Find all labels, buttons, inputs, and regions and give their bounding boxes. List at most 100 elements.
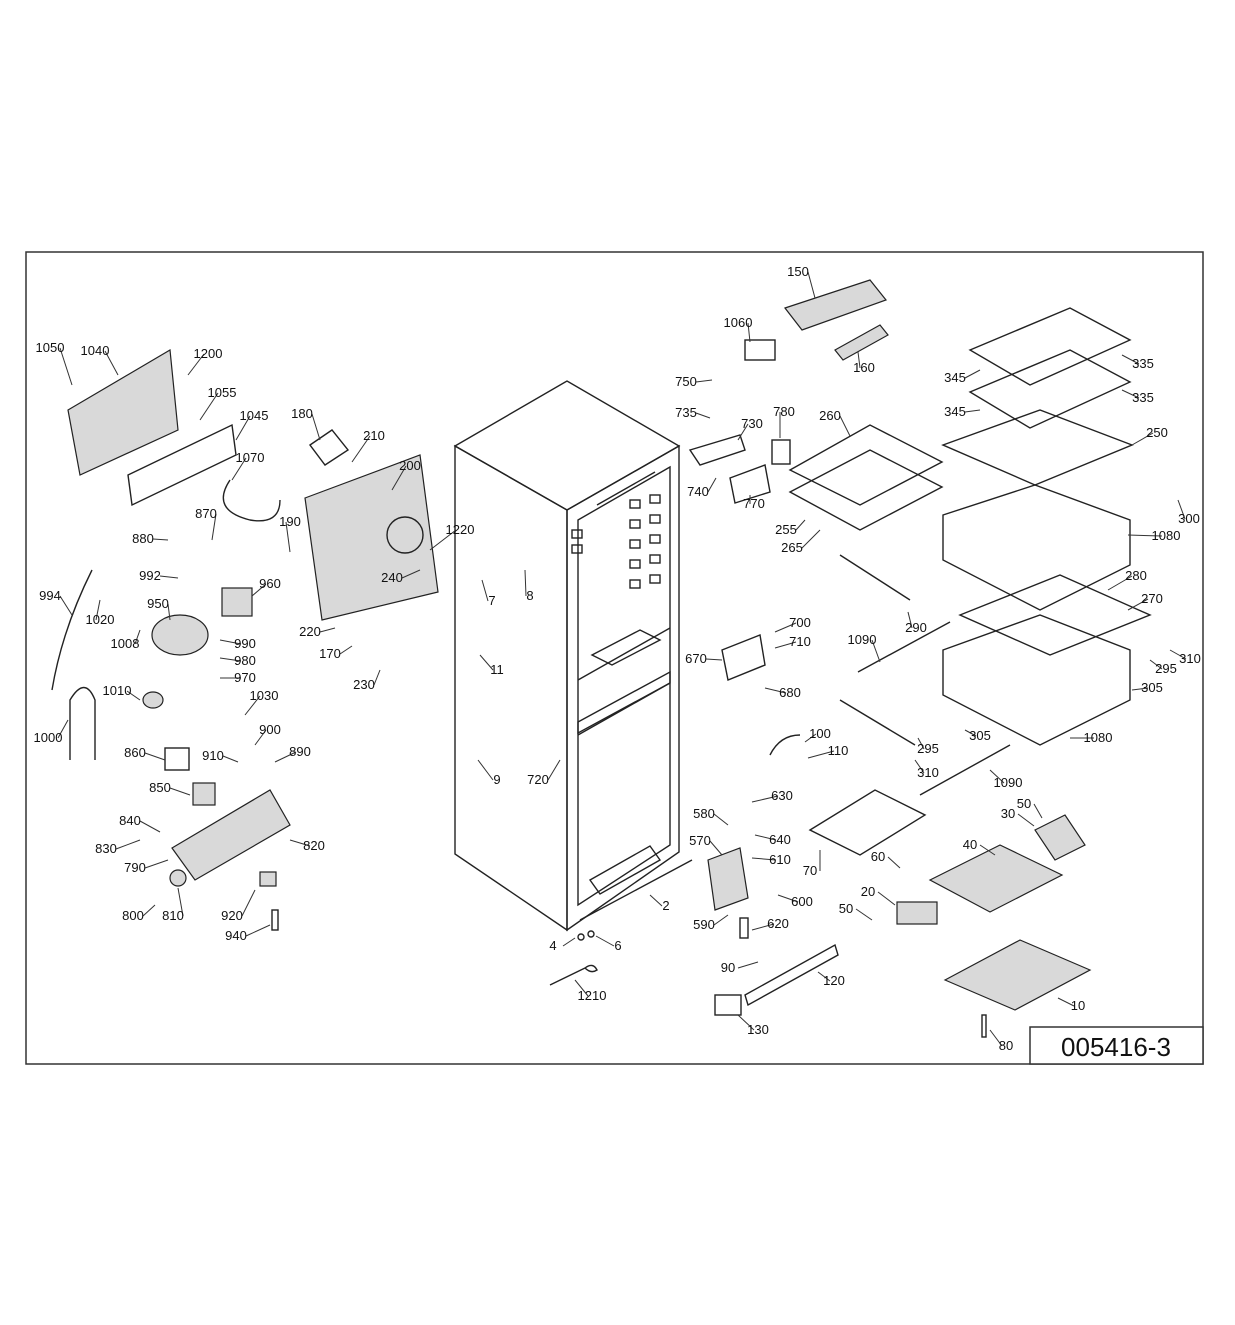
leader-line-l1080a bbox=[1127, 534, 1163, 537]
leader-line-l810 bbox=[177, 887, 184, 917]
part-label-l990: 990 bbox=[234, 636, 256, 651]
part-label-l305a: 305 bbox=[1141, 680, 1163, 695]
part-label-l960: 960 bbox=[259, 576, 281, 591]
part-label-l130: 130 bbox=[747, 1022, 769, 1037]
leader-line-l8 bbox=[524, 569, 527, 597]
leader-line-l200 bbox=[391, 465, 407, 491]
part-label-l345a: 345 bbox=[944, 370, 966, 385]
leader-line-l600 bbox=[777, 894, 799, 903]
leader-line-l1090b bbox=[989, 769, 1005, 784]
leader-line-l290 bbox=[907, 611, 913, 629]
leader-line-l20 bbox=[877, 891, 896, 906]
hinge-cover-part-160 bbox=[834, 324, 889, 361]
rail-part-2 bbox=[579, 859, 693, 921]
part-label-l10: 10 bbox=[1071, 998, 1085, 1013]
part-label-l1055: 1055 bbox=[208, 385, 237, 400]
part-label-l970: 970 bbox=[234, 670, 256, 685]
part-label-l110: 110 bbox=[828, 743, 849, 758]
leader-line-l1055 bbox=[199, 392, 219, 421]
leader-line-l280 bbox=[1107, 575, 1133, 591]
part-label-l1010: 1010 bbox=[103, 683, 132, 698]
hinge-part-730 bbox=[688, 434, 746, 466]
leader-line-l300 bbox=[1177, 499, 1186, 520]
cabinet-shelf-supports bbox=[571, 494, 661, 589]
bracket-part-20 bbox=[896, 901, 938, 925]
drawer-part-1080-upper bbox=[942, 484, 1131, 611]
leader-line-l670 bbox=[705, 658, 723, 661]
leader-line-l1050 bbox=[59, 347, 73, 386]
bracket-part-780 bbox=[771, 439, 791, 465]
rail-part-1090-lower bbox=[919, 744, 1011, 796]
glass-shelf-part-255 bbox=[788, 449, 944, 531]
leader-line-l994 bbox=[59, 595, 73, 616]
slide-part-290 bbox=[839, 554, 911, 601]
part-label-l890: 890 bbox=[289, 744, 311, 759]
part-label-l1070: 1070 bbox=[236, 450, 265, 465]
part-label-l1220: 1220 bbox=[446, 522, 475, 537]
leader-line-l730 bbox=[737, 423, 749, 441]
fan-motor-part-850 bbox=[192, 782, 216, 806]
leader-line-l190 bbox=[285, 521, 291, 553]
control-panel-part-1040 bbox=[67, 349, 179, 476]
part-label-l70: 70 bbox=[803, 863, 817, 878]
part-label-l920: 920 bbox=[221, 908, 243, 923]
part-label-l570: 570 bbox=[689, 833, 711, 848]
capacitor-part-1010 bbox=[142, 691, 164, 709]
part-label-l1060: 1060 bbox=[724, 315, 753, 330]
leader-line-l345b bbox=[964, 409, 981, 413]
part-label-l50b: 50 bbox=[839, 901, 853, 916]
part-label-l230: 230 bbox=[353, 677, 375, 692]
part-label-l1030: 1030 bbox=[250, 688, 279, 703]
part-label-l270: 270 bbox=[1141, 591, 1163, 606]
leader-line-l1045 bbox=[235, 415, 251, 441]
leader-line-l1210 bbox=[574, 979, 589, 997]
part-label-l900: 900 bbox=[259, 722, 281, 737]
part-label-l9: 9 bbox=[493, 772, 500, 787]
part-label-l700: 700 bbox=[789, 615, 811, 630]
leader-line-l295b bbox=[917, 737, 925, 750]
leader-line-l305a bbox=[1131, 687, 1149, 691]
part-label-l20: 20 bbox=[861, 884, 875, 899]
leader-line-l910 bbox=[222, 755, 239, 763]
bottom-hinge-part-610 bbox=[707, 847, 749, 911]
part-label-l11: 11 bbox=[490, 662, 504, 677]
part-label-l630: 630 bbox=[771, 788, 793, 803]
part-label-l250: 250 bbox=[1146, 425, 1168, 440]
part-label-l260: 260 bbox=[819, 408, 841, 423]
part-label-l40: 40 bbox=[963, 837, 977, 852]
diagram-frame bbox=[25, 251, 1204, 1065]
leader-line-l992 bbox=[159, 575, 179, 579]
part-label-l1080a: 1080 bbox=[1152, 528, 1181, 543]
roller-part-810 bbox=[169, 869, 187, 887]
part-label-l1080b: 1080 bbox=[1084, 730, 1113, 745]
leader-line-l610 bbox=[751, 857, 777, 861]
part-label-l335b: 335 bbox=[1132, 390, 1154, 405]
part-label-l830: 830 bbox=[95, 841, 117, 856]
part-label-l60: 60 bbox=[871, 849, 885, 864]
part-label-l940: 940 bbox=[225, 928, 247, 943]
leader-line-l30 bbox=[1017, 813, 1035, 827]
part-label-l265: 265 bbox=[781, 540, 803, 555]
part-label-l335a: 335 bbox=[1132, 356, 1154, 371]
part-label-l160: 160 bbox=[853, 360, 875, 375]
screw-part-4 bbox=[577, 933, 585, 941]
leader-line-l9 bbox=[477, 759, 494, 781]
leader-line-l640 bbox=[754, 834, 777, 841]
wire-harness-part-1070 bbox=[222, 479, 281, 522]
part-label-l30: 30 bbox=[1001, 806, 1015, 821]
crisper-cover-part-280 bbox=[958, 574, 1152, 656]
part-label-l590: 590 bbox=[693, 917, 715, 932]
part-label-l670: 670 bbox=[685, 651, 707, 666]
part-label-l880: 880 bbox=[132, 531, 154, 546]
pin-part-940 bbox=[271, 909, 279, 931]
leader-line-l860 bbox=[144, 752, 166, 761]
base-bracket-part-790 bbox=[171, 789, 291, 881]
leader-line-l4 bbox=[562, 937, 576, 947]
leader-line-l10 bbox=[1057, 997, 1075, 1007]
part-label-l180: 180 bbox=[291, 406, 313, 421]
part-label-l710: 710 bbox=[789, 634, 811, 649]
leader-line-l2 bbox=[649, 894, 663, 907]
part-label-l120: 120 bbox=[823, 973, 845, 988]
